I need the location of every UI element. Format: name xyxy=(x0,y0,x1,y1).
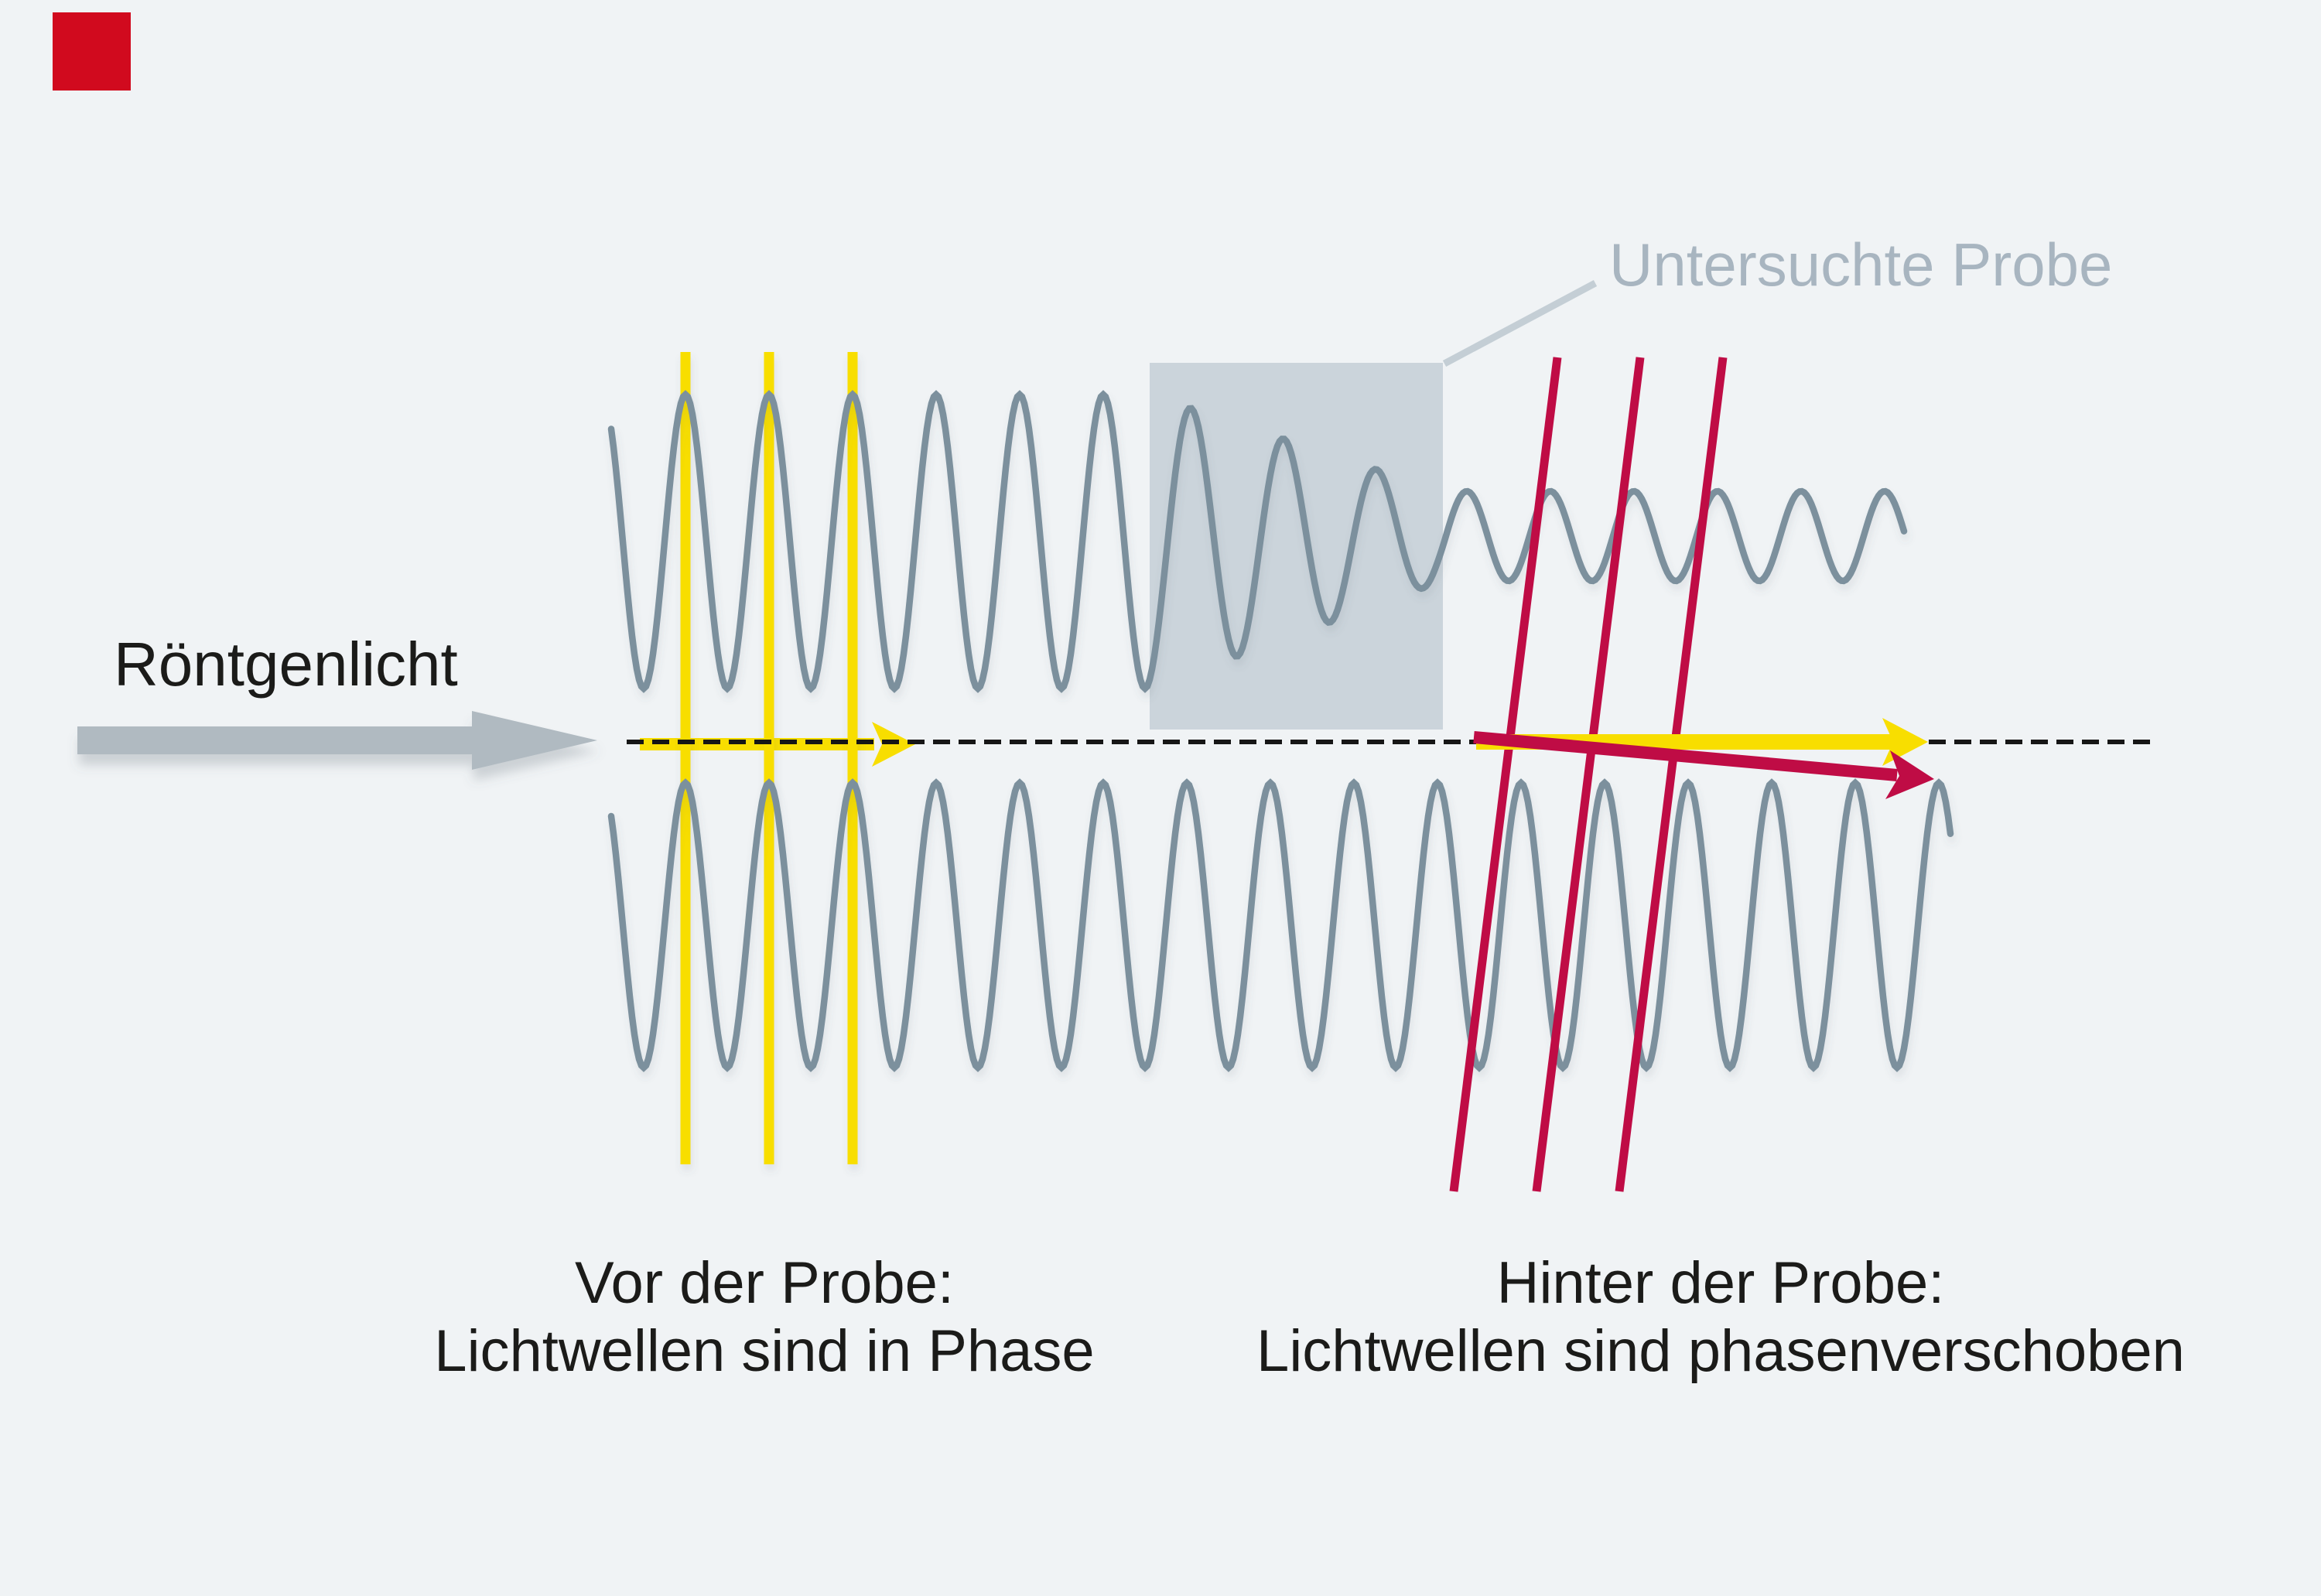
waves xyxy=(607,390,1954,1072)
caption-right-line1: Hinter der Probe: xyxy=(1497,1250,1945,1316)
bottom-wave xyxy=(607,778,1954,1072)
red-arrow-head xyxy=(1885,750,1934,799)
logo-red-square xyxy=(53,12,131,91)
red-arrow xyxy=(1473,731,1934,799)
red-phase-lines xyxy=(1449,357,1728,1192)
sample-label: Untersuchte Probe xyxy=(1609,231,2112,299)
gray-xray-arrow-head xyxy=(472,711,597,770)
sample-pointer-line xyxy=(1442,280,1598,367)
yellow-phase-lines xyxy=(680,352,858,1164)
caption-right-line2: Lichtwellen sind phasenverschoben xyxy=(1256,1318,2185,1384)
gray-xray-arrow-shaft xyxy=(77,726,473,754)
red-arrow-shaft xyxy=(1473,731,1898,781)
caption-left-line2: Lichtwellen sind in Phase xyxy=(434,1318,1094,1384)
gray-xray-arrow xyxy=(77,711,597,770)
red-phase-line xyxy=(1532,357,1645,1192)
xray-label: Röntgenlicht xyxy=(114,630,458,699)
red-phase-line xyxy=(1615,357,1728,1192)
caption-left-line1: Vor der Probe: xyxy=(575,1250,954,1316)
red-phase-line xyxy=(1449,357,1562,1192)
top-wave xyxy=(607,390,1908,693)
